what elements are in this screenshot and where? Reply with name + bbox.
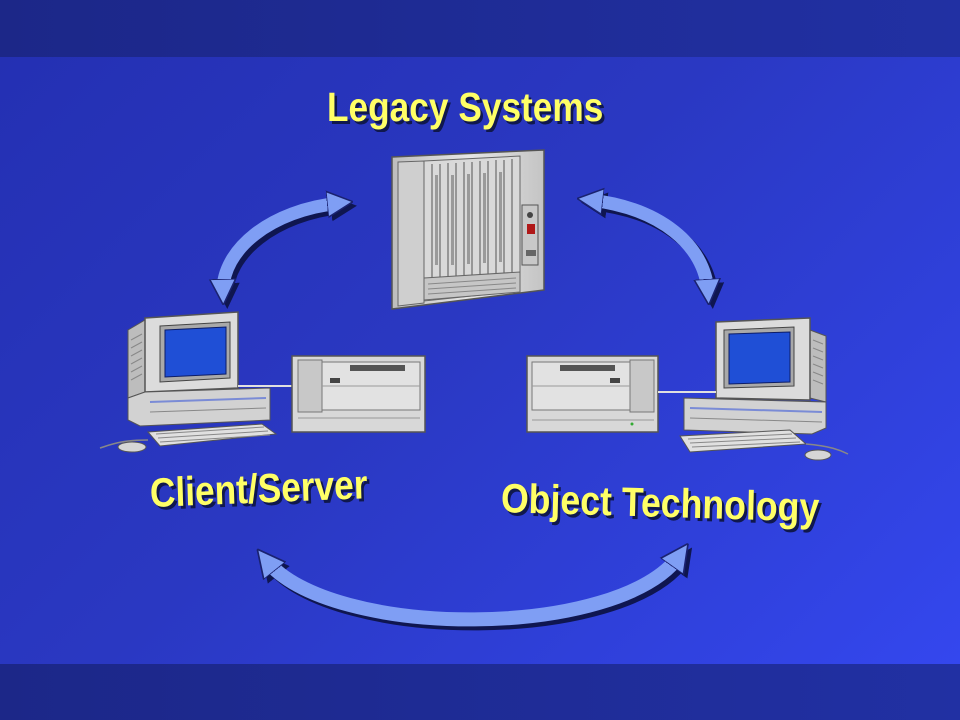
printer-icon bbox=[291, 355, 426, 433]
desktop-computer-icon bbox=[658, 317, 849, 461]
double-arrow-icon bbox=[590, 200, 725, 309]
double-arrow-icon bbox=[223, 203, 357, 309]
legacy-systems-label: Legacy Systems bbox=[327, 84, 604, 130]
object-technology-label: Object Technology bbox=[500, 475, 820, 531]
printer-icon bbox=[526, 355, 659, 433]
desktop-computer-icon bbox=[99, 311, 292, 453]
bottom-band bbox=[0, 664, 960, 720]
top-band bbox=[0, 0, 960, 57]
client-server-label: Client/Server bbox=[149, 461, 369, 516]
rack-server-icon bbox=[391, 149, 545, 310]
double-arrow-icon bbox=[266, 555, 693, 631]
